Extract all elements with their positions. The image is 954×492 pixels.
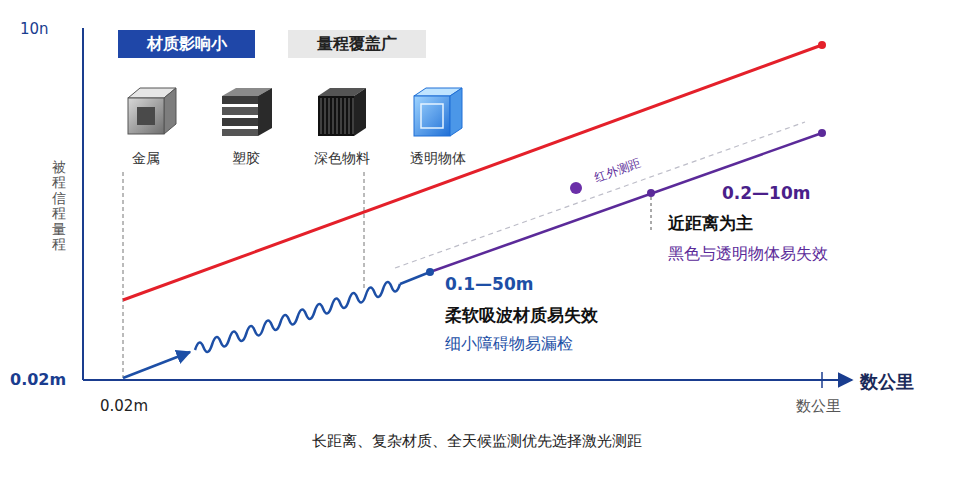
guide-line	[364, 172, 365, 290]
guide-line	[123, 172, 124, 378]
ultra-line	[400, 272, 430, 284]
tick	[821, 372, 823, 388]
axis-title: 被程信程量程	[52, 160, 66, 252]
axis-end: 数公里	[796, 397, 841, 416]
caption: 长距离、复杂材质、全天候监测优先选择激光测距	[312, 432, 642, 451]
range-note: 黑色与透明物体易失效	[668, 244, 828, 265]
metal-icon	[128, 88, 176, 134]
tag-box: 量程覆盖广	[288, 30, 426, 58]
range-note: 柔软吸波材质易失效	[445, 304, 598, 327]
range-note: 近距离为主	[668, 212, 753, 235]
tag-text: 材质影响小	[147, 34, 227, 55]
transparent-icon	[414, 88, 462, 136]
icon-label: 塑胶	[232, 150, 260, 168]
y-axis	[82, 28, 84, 380]
icon-label: 金属	[132, 150, 160, 168]
axis-title: 数公里	[860, 370, 914, 394]
leader-line	[651, 197, 652, 232]
icon-label: 深色物料	[314, 150, 370, 168]
x-axis	[83, 379, 852, 381]
ultra-arrow	[123, 352, 190, 378]
tag-box: 材质影响小	[118, 30, 255, 58]
plastic-icon	[222, 88, 272, 136]
range-value: 0.1—50m	[445, 274, 534, 294]
dot	[647, 189, 655, 197]
axis-start: 0.02m	[100, 397, 148, 415]
dark-material-icon	[318, 88, 366, 136]
tag-text: 量程覆盖广	[317, 34, 397, 55]
range-note: 细小障碍物易漏检	[445, 334, 573, 355]
icon-label: 透明物体	[410, 150, 466, 168]
ir-dot	[570, 182, 582, 194]
end-dot	[818, 41, 826, 49]
dot	[818, 129, 826, 137]
ultra-wave	[195, 282, 400, 352]
axis-min: 0.02m	[10, 370, 66, 389]
axis-max: 10n	[20, 20, 49, 38]
range-value: 0.2—10m	[722, 183, 811, 203]
